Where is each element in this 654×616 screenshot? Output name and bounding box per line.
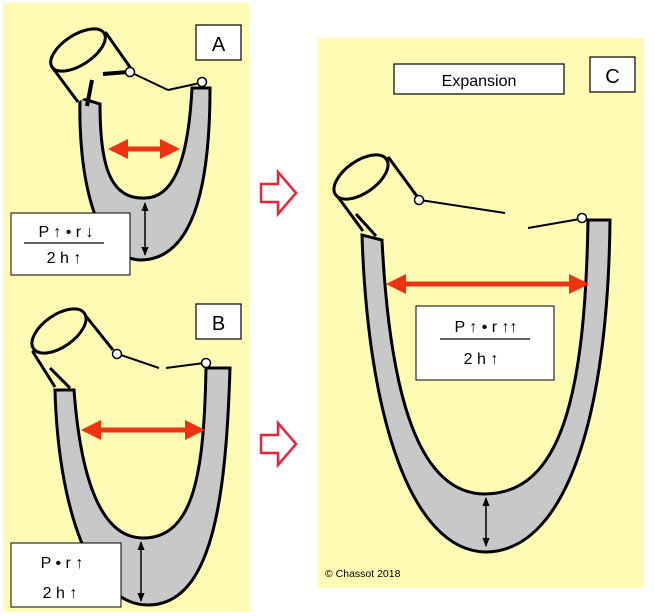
panel-a-aortic-root bbox=[49, 27, 134, 103]
copyright-text: © Chassot 2018 bbox=[325, 568, 401, 580]
panel-c-formula-box bbox=[415, 305, 555, 381]
panel-a-letter: A bbox=[212, 34, 226, 56]
panel-a-formula-numerator: P ↑ • r ↓ bbox=[38, 224, 93, 241]
panel-c-letter: C bbox=[605, 66, 619, 88]
panel-c-ventricle-wall bbox=[360, 218, 612, 554]
panel-b-formula-box bbox=[10, 542, 122, 608]
transition-arrow-top bbox=[259, 168, 298, 218]
panel-a: A P ↑ • r ↓ 2 h ↑ bbox=[3, 3, 249, 303]
panel-b-formula-denominator: 2 h ↑ bbox=[43, 585, 78, 602]
transition-arrow-bottom bbox=[259, 419, 298, 469]
panel-b-letter: B bbox=[212, 313, 225, 335]
panel-b-label-box bbox=[195, 303, 242, 340]
panel-a-mitral-valve bbox=[85, 66, 208, 107]
panel-b: B P • r ↑ 2 h ↑ bbox=[3, 303, 249, 612]
panel-a-formula-box bbox=[10, 212, 131, 276]
panel-a-formula-denominator: 2 h ↑ bbox=[47, 250, 82, 267]
panel-b-mitral-valve bbox=[48, 348, 212, 390]
panel-c-formula-denominator: 2 h ↑ bbox=[464, 351, 499, 368]
panel-c: C Expansion P ↑ • r ↑↑ 2 h ↑ © Chassot 2… bbox=[318, 38, 644, 588]
panel-c-title: Expansion bbox=[442, 73, 517, 90]
panel-a-label-box bbox=[195, 24, 242, 61]
panel-c-mitral-valve bbox=[354, 194, 588, 238]
panel-c-formula-numerator: P ↑ • r ↑↑ bbox=[454, 319, 517, 336]
panel-c-title-box bbox=[393, 63, 565, 95]
panel-c-aortic-root bbox=[332, 153, 421, 232]
panel-b-formula-numerator: P • r ↑ bbox=[41, 555, 84, 572]
panel-c-label-box bbox=[589, 56, 636, 93]
